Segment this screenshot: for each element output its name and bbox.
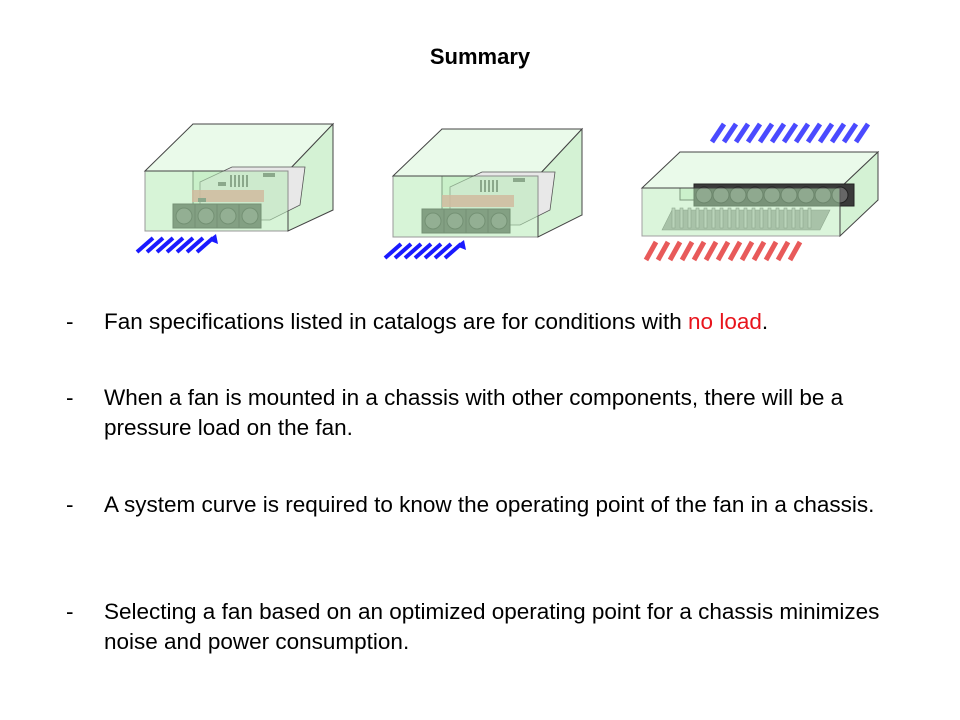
bullet-text-tail: .	[761, 309, 769, 334]
chassis-illustration-1	[135, 122, 335, 254]
highlight-no-load: no load	[688, 309, 762, 334]
bullet-dash: -	[66, 599, 74, 624]
slide-title: Summary	[429, 44, 531, 69]
bullet-dash: -	[66, 385, 74, 410]
intake-arrows-icon	[135, 234, 218, 254]
bullet-text: A system curve is required to know the o…	[104, 492, 875, 517]
bullet-dash: -	[66, 309, 74, 334]
exhaust-arrows-icon	[643, 240, 803, 262]
bullet-dash: -	[66, 492, 74, 517]
intake-arrows-icon	[709, 122, 871, 144]
bullet-text-main: Fan specifications listed in catalogs ar…	[104, 309, 689, 334]
bullet-text: Selecting a fan based on an optimized op…	[104, 599, 880, 654]
intake-arrows-icon	[383, 240, 466, 260]
chassis-illustration-3	[640, 122, 880, 262]
chassis-illustration-2	[383, 127, 584, 260]
bullet-text: When a fan is mounted in a chassis with …	[104, 385, 844, 440]
bullet-text: Fan specifications listed in catalogs ar…	[104, 307, 904, 337]
